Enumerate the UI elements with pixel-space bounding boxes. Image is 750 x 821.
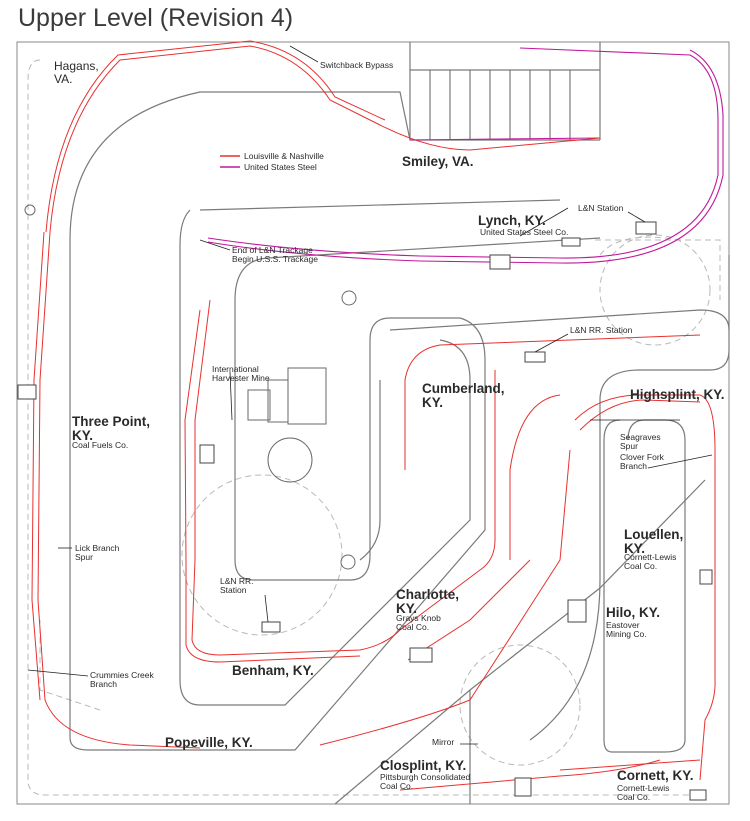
town-three-point: Three Point,KY. [72,414,151,444]
layout-border [16,41,730,805]
town-hilo: Hilo, KY. [606,605,661,620]
callout-mirror: Mirror [432,737,455,747]
page-title: Upper Level (Revision 4) [18,4,294,32]
lynch-steel-structure [561,237,581,247]
international-harvester-tipple [199,444,215,464]
lynch-structure [489,254,511,270]
callout-switchback-bypass: Switchback Bypass [320,60,394,70]
lynch-ln-station [635,221,657,235]
town-charlotte: Charlotte,KY. [396,587,460,617]
town-lynch: Lynch, KY. [478,213,546,228]
callout-cumberland-station: L&N RR. Station [570,325,633,335]
industry-three-point: Coal Fuels Co. [72,440,129,450]
town-smiley: Smiley, VA. [402,154,474,169]
cumberland-station [524,351,546,363]
benchwork [69,42,730,805]
ln-trackage [31,40,716,791]
leader-lines [27,45,713,745]
industry-lynch: United States Steel Co. [480,227,569,237]
town-hagans: Hagans,VA. [54,59,99,86]
town-benham: Benham, KY. [232,663,314,678]
three-point-structure [17,384,37,400]
stations [17,221,713,801]
cornett-structure [689,789,707,801]
louellen-structure [699,569,713,585]
hilo-structure [567,599,587,623]
town-highsplint: Highsplint, KY. [630,387,725,402]
closplint-structure [514,777,532,797]
town-louellen: Louellen,KY. [624,527,684,557]
callout-benham-station: L&N RR.Station [220,576,254,595]
international-harvester-buildings [24,204,357,570]
callout-lynch-ln-station: L&N Station [578,203,624,213]
town-cornett: Cornett, KY. [617,768,694,783]
town-popeville: Popeville, KY. [165,735,253,750]
town-cumberland: Cumberland,KY. [422,381,505,411]
town-closplint: Closplint, KY. [380,758,467,773]
legend-uss-label: United States Steel [244,162,317,172]
benham-station [261,621,281,633]
charlotte-structure [409,647,433,663]
legend-ln-label: Louisville & Nashville [244,151,324,161]
uss-trackage [207,47,724,264]
